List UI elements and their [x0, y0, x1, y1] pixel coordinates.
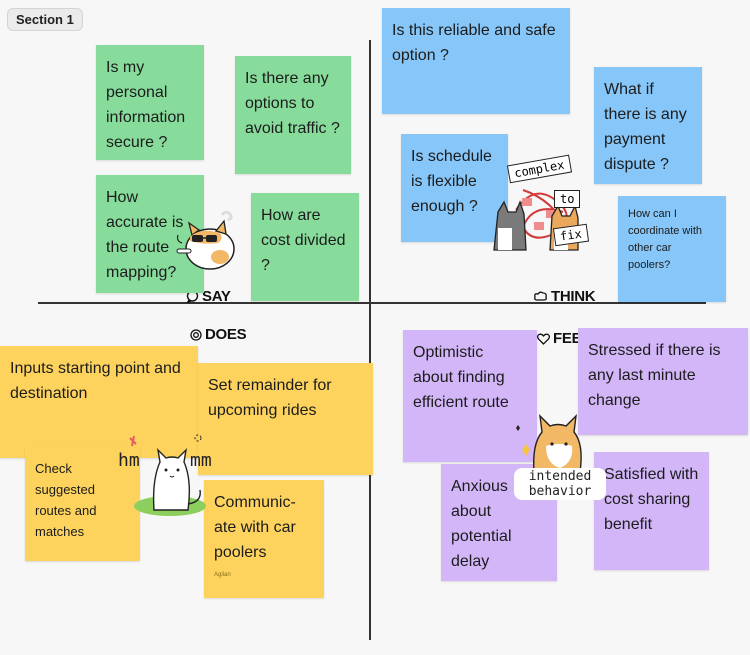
sticker-word-intended: intended — [528, 469, 592, 484]
sticky-note-think-1[interactable]: Is this reliable and safe option ? — [382, 8, 570, 114]
sticky-note-does-2[interactable]: Set remainder for upcoming rides — [198, 363, 373, 475]
sticker-word-behavior: behavior — [528, 484, 592, 499]
thumbs-up-cat-icon — [516, 414, 602, 487]
quadrant-think-text: THINK — [551, 288, 596, 305]
sticker-word-hm: hm — [118, 450, 140, 471]
sticky-note-does-4[interactable]: Communic-ate with car poolers Agilan — [204, 480, 324, 598]
quadrant-label-does: DOES — [190, 326, 247, 343]
sticky-note-does-3[interactable]: Check suggested routes and matches — [25, 448, 140, 561]
sticky-note-feel-1[interactable]: Optimistic about finding efficient route — [403, 330, 537, 462]
cat-sunglasses-icon — [176, 210, 235, 270]
complex-to-fix-sticker[interactable]: complex to fix — [488, 150, 603, 255]
quadrant-label-think: THINK — [534, 288, 596, 305]
thinking-cat-icon — [129, 434, 206, 516]
sticker-word-to: to — [554, 190, 581, 208]
sticky-note-feel-4[interactable]: Satisfied with cost sharing benefit — [594, 452, 709, 570]
sticky-note-feel-2[interactable]: Stressed if there is any last minute cha… — [578, 328, 748, 435]
vertical-axis — [369, 40, 371, 640]
sticker-intended-behavior-text: intended behavior — [514, 468, 606, 500]
quadrant-does-text: DOES — [205, 326, 247, 343]
intended-behavior-sticker[interactable]: intended behavior — [512, 410, 608, 502]
sticky-note-think-3[interactable]: Is schedule is flexible enough ? — [401, 134, 508, 242]
target-icon — [190, 328, 202, 341]
sticky-note-think-2[interactable]: What if there is any payment dispute ? — [594, 67, 702, 184]
sticky-note-say-3[interactable]: How accurate is the route mapping? — [96, 175, 204, 293]
sticky-note-think-4[interactable]: How can I coordinate with other car pool… — [618, 196, 726, 302]
thought-cloud-icon — [534, 291, 547, 301]
section-label[interactable]: Section 1 — [7, 8, 83, 31]
sticky-note-say-4[interactable]: How are cost divided ? — [251, 193, 359, 301]
note-author: Agilan — [214, 572, 231, 578]
heart-icon — [537, 333, 550, 345]
sticky-note-say-2[interactable]: Is there any options to avoid traffic ? — [235, 56, 351, 174]
hmm-cat-sticker[interactable]: hm mm — [118, 428, 228, 520]
cat-sunglasses-sticker[interactable] — [172, 205, 246, 279]
sticker-word-mm: mm — [190, 450, 212, 471]
sticky-note-does-1[interactable]: Inputs starting point and destination — [0, 346, 198, 458]
quadrant-say-text: SAY — [202, 288, 231, 305]
sticky-note-say-1[interactable]: Is my personal information secure ? — [96, 45, 204, 160]
horizontal-axis — [38, 302, 706, 304]
sticky-note-does-4-text: Communic-ate with car poolers — [214, 494, 296, 561]
